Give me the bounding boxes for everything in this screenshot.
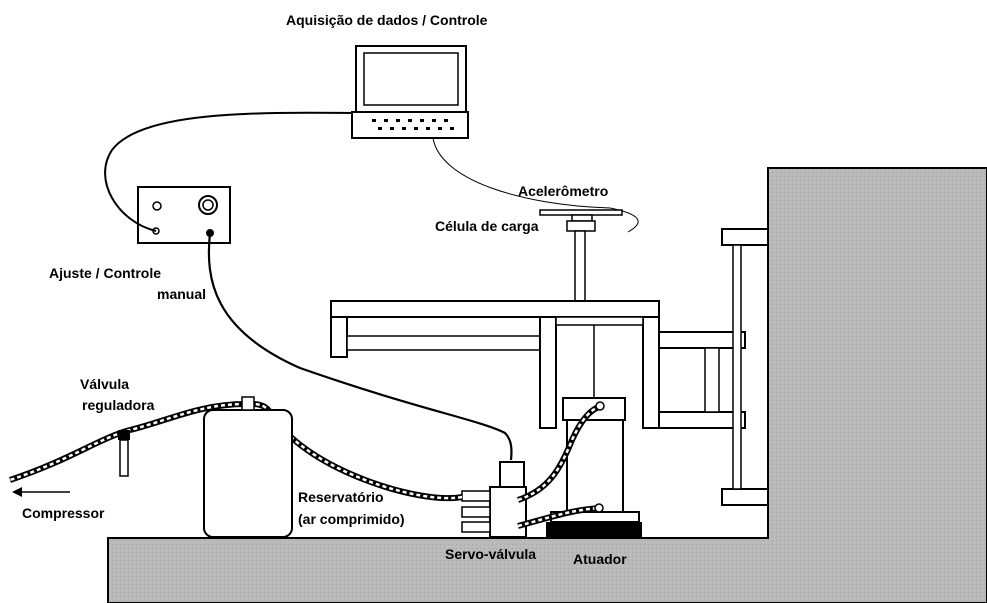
computer [351, 45, 469, 139]
cables [104, 111, 639, 461]
reservoir-label-line2: (ar comprimido) [298, 511, 405, 527]
manual-control-label-line2: manual [157, 286, 207, 302]
manual-control-box [137, 186, 231, 244]
actuator-label: Atuador [573, 551, 627, 567]
load-cell-label: Célula de carga [435, 218, 539, 234]
manual-control-label-line1: Ajuste / Controle [49, 265, 162, 281]
servo-valve [461, 461, 527, 538]
compressor-arrow [12, 487, 70, 497]
servo-valve-label: Servo-válvula [445, 546, 537, 562]
valve-label-line1: Válvula [80, 376, 130, 392]
daq-label: Aquisição de dados / Controle [286, 12, 488, 28]
loading-rig [330, 209, 769, 538]
reservoir-label-line1: Reservatório [298, 489, 384, 505]
air-reservoir [203, 396, 293, 538]
valve-label-line2: reguladora [82, 397, 155, 413]
accelerometer-label: Acelerômetro [518, 183, 609, 199]
regulator-valve [118, 430, 130, 477]
reaction-frame [107, 167, 987, 603]
compressor-label: Compressor [22, 505, 105, 521]
